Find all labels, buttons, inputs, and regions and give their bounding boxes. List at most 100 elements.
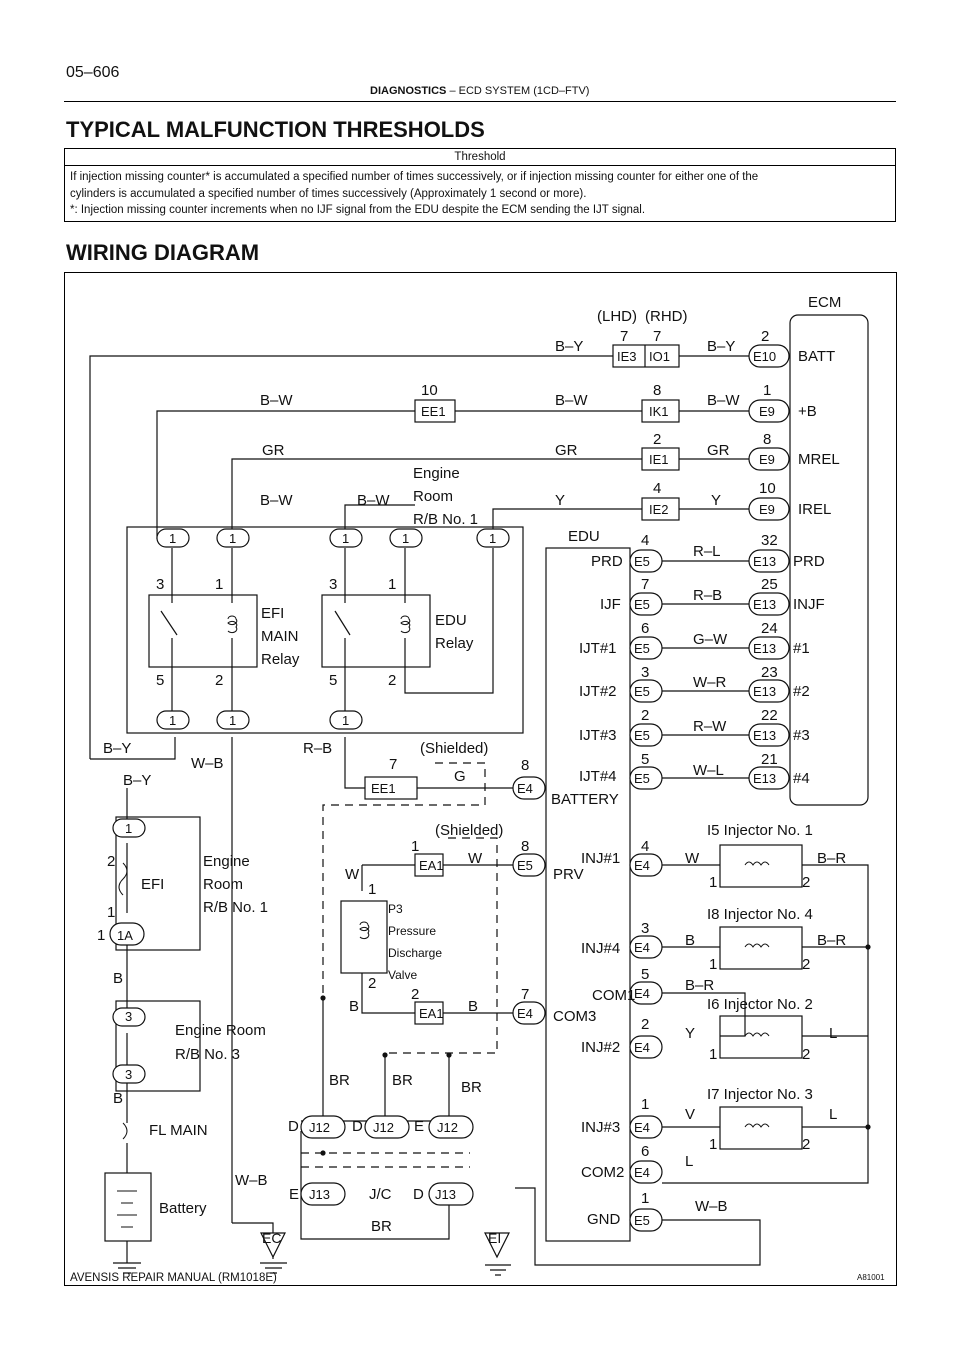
header-section: DIAGNOSTICS	[370, 85, 447, 97]
pin-label: 2	[215, 672, 223, 689]
rb1-label: R/B No. 1	[413, 511, 478, 528]
edu-pin: INJ#3	[581, 1119, 620, 1136]
edu-pin: INJ#2	[581, 1039, 620, 1056]
connector-e5: E5	[517, 858, 533, 873]
rb1-room-2: Room	[203, 876, 243, 893]
pin-label: 3	[125, 1009, 132, 1024]
thresholds-title: TYPICAL MALFUNCTION THRESHOLDS	[66, 117, 485, 142]
connector-e5: E5	[634, 597, 650, 612]
edu-pin: INJ#4	[581, 940, 620, 957]
connector-ie3: IE3	[617, 349, 637, 364]
wire-label: R–W	[693, 718, 727, 735]
connector-j12: J12	[373, 1120, 394, 1135]
wire-label: BR	[392, 1072, 413, 1089]
pin-label: 2	[641, 1016, 649, 1033]
wire-label: W–R	[693, 674, 727, 691]
pin-label: 7	[641, 576, 649, 593]
pin-label: 5	[329, 672, 337, 689]
ecm-pin: #2	[793, 683, 810, 700]
pin-label: 1	[125, 821, 132, 836]
connector-e4: E4	[634, 1040, 650, 1055]
rb3-label-1: Engine Room	[175, 1022, 266, 1039]
pin-label: 22	[761, 707, 778, 724]
wire-label: B	[468, 998, 478, 1015]
shielded-label: (Shielded)	[435, 822, 503, 839]
wire-label: B	[685, 932, 695, 949]
edu-relay-edu: EDU	[435, 612, 467, 629]
ecm-pin: PRD	[793, 553, 825, 570]
connector-e5: E5	[634, 728, 650, 743]
pin-label: 1	[763, 382, 771, 399]
wire-label: L	[685, 1153, 693, 1170]
connector-e5: E5	[634, 771, 650, 786]
pin-label: 8	[521, 838, 529, 855]
jc-terminal: E	[414, 1118, 424, 1135]
edu-pin: IJT#4	[579, 768, 617, 785]
jc-label: J/C	[369, 1186, 392, 1203]
wire-label: W	[468, 850, 483, 867]
connector-e9: E9	[759, 502, 775, 517]
wire-label: B–R	[685, 977, 714, 994]
wire-label: B–W	[260, 492, 293, 509]
pin-label: 21	[761, 751, 778, 768]
wire-label: G	[454, 768, 466, 785]
pin-label: 5	[641, 751, 649, 768]
pin-label: 7	[620, 328, 628, 345]
connector-ie2: IE2	[649, 502, 669, 517]
edu-pin: COM1	[592, 987, 635, 1004]
edu-box	[545, 547, 631, 1242]
connector-e4: E4	[634, 940, 650, 955]
running-header: DIAGNOSTICS – ECD SYSTEM (1CD–FTV)	[370, 85, 589, 97]
pin-label: 8	[521, 757, 529, 774]
wire-label: R–B	[693, 587, 722, 604]
wire-label: G–W	[693, 631, 728, 648]
jc-terminal: E	[289, 1186, 299, 1203]
wire-label: W–L	[693, 762, 724, 779]
valve-pressure: Pressure	[388, 924, 436, 938]
pin-label: 3	[641, 664, 649, 681]
pin-label: 2	[802, 1136, 810, 1153]
injector-3-label: I7 Injector No. 3	[707, 1086, 813, 1103]
wire-label: B–Y	[555, 338, 583, 355]
connector-e4: E4	[634, 1120, 650, 1135]
wire-label: B	[113, 970, 123, 987]
connector-j13: J13	[309, 1187, 330, 1202]
connector-ea1: EA1	[419, 1006, 444, 1021]
wire-label: GR	[262, 442, 285, 459]
pin-label: 1	[342, 713, 349, 728]
pin-label: 2	[107, 853, 115, 870]
wire-label: V	[685, 1106, 695, 1123]
lhd-label: (LHD)	[597, 308, 637, 325]
rb1-engine-2: Engine	[203, 853, 250, 870]
wire-label: W–B	[235, 1172, 268, 1189]
wire-label: GR	[707, 442, 730, 459]
threshold-line-2: cylinders is accumulated a specified num…	[70, 187, 587, 200]
wire-label: B–Y	[123, 772, 151, 789]
pin-label: 2	[802, 874, 810, 891]
wire-label: BR	[371, 1218, 392, 1235]
connector-e4: E4	[634, 986, 650, 1001]
wire-label: B–R	[817, 850, 846, 867]
connector-e13: E13	[753, 771, 776, 786]
ecm-label: ECM	[808, 294, 841, 311]
connector-e9: E9	[759, 452, 775, 467]
threshold-header: Threshold	[65, 149, 895, 166]
pin-label: 3	[641, 920, 649, 937]
pin-label: 10	[759, 480, 776, 497]
pin-label: 8	[763, 431, 771, 448]
pin-label: 4	[641, 838, 649, 855]
pin-label: 1	[169, 531, 176, 546]
connector-e9: E9	[759, 404, 775, 419]
jc-terminal: D	[288, 1118, 299, 1135]
connector-j12: J12	[437, 1120, 458, 1135]
pin-label: 1	[97, 927, 105, 944]
pin-label: 2	[641, 707, 649, 724]
rb3-label-2: R/B No. 3	[175, 1046, 240, 1063]
connector-e5: E5	[634, 554, 650, 569]
wire-label: W–B	[191, 755, 224, 772]
pin-label: 24	[761, 620, 778, 637]
pin-label: 32	[761, 532, 778, 549]
edu-pin: GND	[587, 1211, 621, 1228]
efi-fuse-label: EFI	[141, 876, 164, 893]
pin-label: 1	[709, 874, 717, 891]
